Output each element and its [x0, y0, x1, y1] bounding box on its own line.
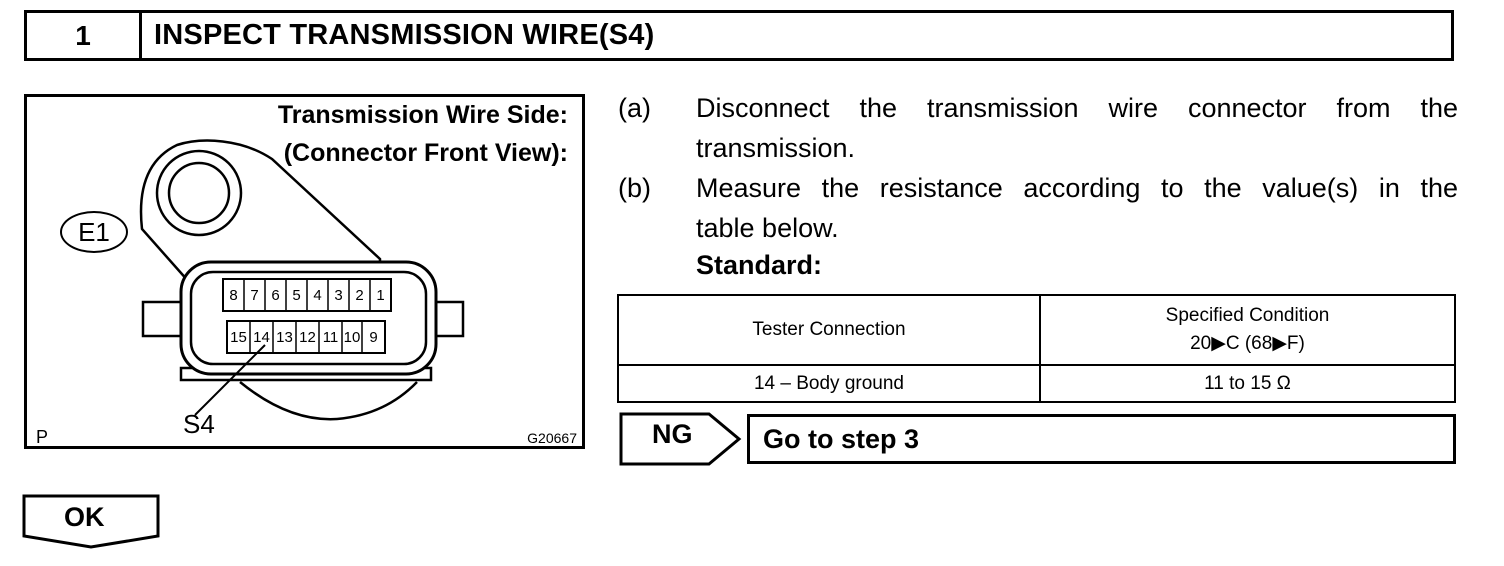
pin-label: 9: [369, 328, 378, 346]
col-header-tester: Tester Connection: [617, 294, 1041, 366]
condition-title: Specified Condition: [1165, 305, 1330, 326]
connector-drawing: [139, 139, 465, 421]
step-header: 1 INSPECT TRANSMISSION WIRE(S4): [24, 10, 1454, 61]
step-number: 1: [27, 13, 142, 58]
spec-table: Tester Connection Specified Condition 20…: [617, 294, 1456, 403]
standard-label: Standard:: [696, 250, 823, 280]
figure-code: G20667: [527, 430, 577, 446]
step-b-line1: Measure the resistance according to the …: [696, 173, 1458, 203]
pin-label: 12: [299, 328, 316, 346]
ng-action-box: Go to step 3: [747, 414, 1456, 464]
table-row: 14 – Body ground 11 to 15 Ω: [617, 364, 1456, 403]
pin-label: 3: [334, 286, 343, 304]
ng-arrow-shape: [619, 412, 742, 466]
step-a-line2: transmission.: [696, 133, 856, 163]
pin-label: 6: [271, 286, 280, 304]
step-title: INSPECT TRANSMISSION WIRE(S4): [154, 19, 655, 51]
col-header-condition: Specified Condition 20▶C (68▶F): [1039, 294, 1456, 366]
pin-label: 4: [313, 286, 322, 304]
pin-label: 11: [322, 328, 339, 346]
cell-tester-connection: 14 – Body ground: [617, 364, 1041, 403]
pin-label: 2: [355, 286, 364, 304]
figure-caption-view: (Connector Front View):: [283, 139, 568, 167]
step-b-label: (b): [618, 173, 651, 203]
connector-figure: Transmission Wire Side: (Connector Front…: [24, 94, 585, 449]
table-header-row: Tester Connection Specified Condition 20…: [617, 294, 1456, 366]
condition-temperature: 20▶C (68▶F): [1190, 333, 1305, 354]
ok-label: OK: [64, 502, 105, 532]
terminal-label: S4: [183, 409, 215, 439]
pin-label: 8: [229, 286, 238, 304]
corner-label: P: [36, 427, 49, 447]
pin-label: 14: [253, 328, 270, 346]
step-a-label: (a): [618, 93, 651, 123]
pin-label: 13: [276, 328, 293, 346]
cell-specified-condition: 11 to 15 Ω: [1039, 364, 1456, 403]
step-a-line1: Disconnect the transmission wire connect…: [696, 93, 1458, 123]
pin-label: 10: [343, 328, 361, 346]
pin-label: 1: [376, 286, 385, 304]
pin-label: 7: [250, 286, 259, 304]
step-b-line2: table below.: [696, 213, 839, 243]
ng-label: NG: [652, 419, 693, 449]
figure-caption-side: Transmission Wire Side:: [277, 101, 568, 129]
pin-label: 15: [230, 328, 247, 346]
pin-label: 5: [292, 286, 301, 304]
ng-action-text: Go to step 3: [763, 423, 920, 454]
connector-label: E1: [60, 211, 128, 253]
ok-arrow-shape: [22, 494, 160, 549]
